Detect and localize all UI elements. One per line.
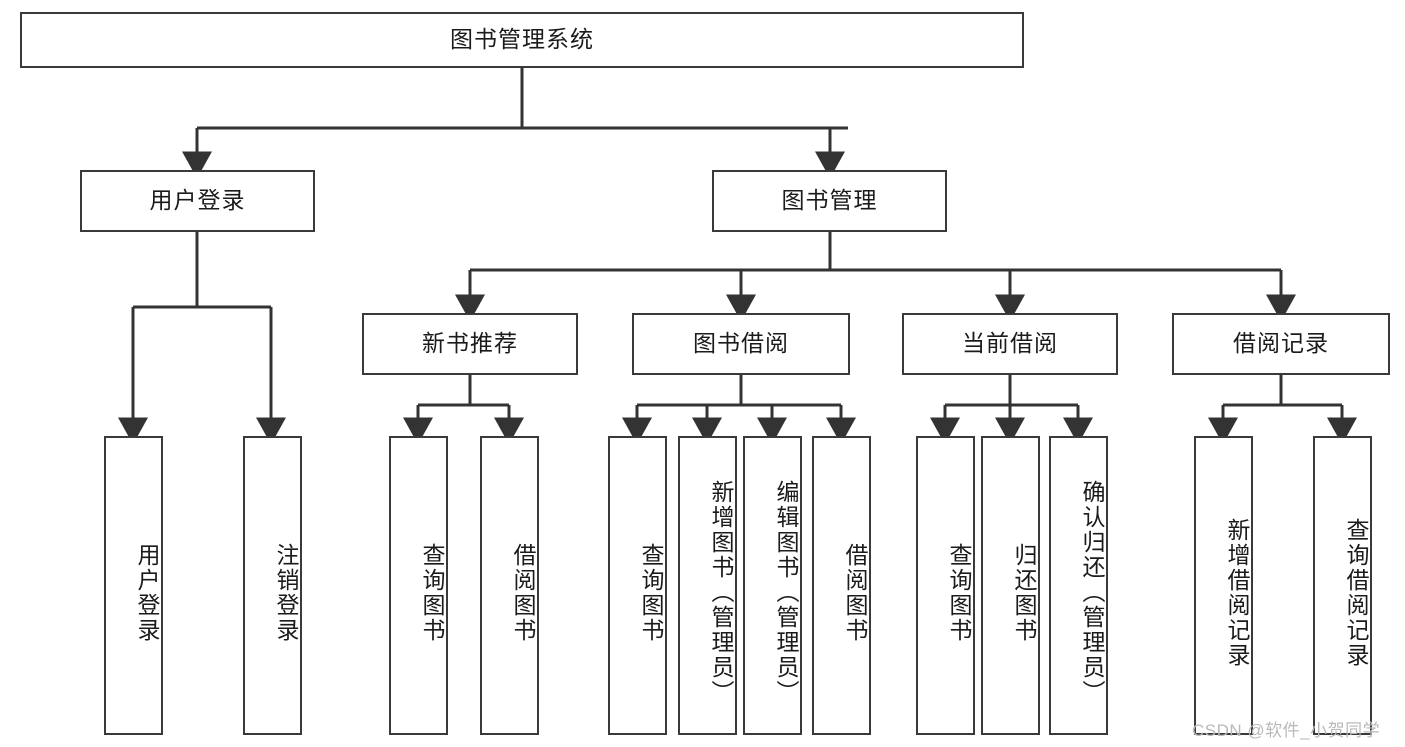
leaf-label: 查询借阅记录 [1343, 517, 1369, 668]
node-book-borrow-label: 图书借阅 [693, 330, 789, 357]
node-borrow-record[interactable]: 借阅记录 [1172, 313, 1390, 375]
watermark: CSDN @软件_小贺同学 [1192, 721, 1381, 740]
leaf-user-login-login[interactable]: 用户登录 [104, 436, 163, 735]
node-book-management-label: 图书管理 [781, 187, 878, 214]
node-user-login[interactable]: 用户登录 [80, 170, 315, 232]
leaf-label: 新增图书（管理员） [708, 480, 734, 705]
leaf-current-borrow-query[interactable]: 查询图书 [916, 436, 975, 735]
leaf-label: 借阅图书 [842, 542, 868, 643]
leaf-book-borrow-add[interactable]: 新增图书（管理员） [678, 436, 737, 735]
node-new-book-recommend[interactable]: 新书推荐 [362, 313, 578, 375]
node-new-book-recommend-label: 新书推荐 [422, 330, 518, 357]
node-borrow-record-label: 借阅记录 [1233, 330, 1329, 357]
leaf-label: 注销登录 [273, 542, 299, 643]
leaf-book-borrow-edit[interactable]: 编辑图书（管理员） [743, 436, 802, 735]
leaf-label: 用户登录 [134, 542, 160, 643]
leaf-new-book-borrow[interactable]: 借阅图书 [480, 436, 539, 735]
node-current-borrow[interactable]: 当前借阅 [902, 313, 1118, 375]
node-book-management[interactable]: 图书管理 [712, 170, 947, 232]
leaf-label: 编辑图书（管理员） [773, 480, 799, 705]
leaf-current-borrow-confirm[interactable]: 确认归还（管理员） [1049, 436, 1108, 735]
node-root-label: 图书管理系统 [450, 26, 594, 53]
leaf-label: 查询图书 [946, 542, 972, 643]
leaf-new-book-query[interactable]: 查询图书 [389, 436, 448, 735]
leaf-label: 查询图书 [419, 542, 445, 643]
node-root[interactable]: 图书管理系统 [20, 12, 1024, 68]
node-current-borrow-label: 当前借阅 [962, 330, 1058, 357]
leaf-user-login-logout[interactable]: 注销登录 [243, 436, 302, 735]
leaf-label: 借阅图书 [510, 542, 536, 643]
leaf-current-borrow-return[interactable]: 归还图书 [981, 436, 1040, 735]
leaf-label: 新增借阅记录 [1224, 517, 1250, 668]
leaf-label: 确认归还（管理员） [1079, 480, 1105, 705]
node-book-borrow[interactable]: 图书借阅 [632, 313, 850, 375]
leaf-book-borrow-query[interactable]: 查询图书 [608, 436, 667, 735]
node-user-login-label: 用户登录 [149, 187, 246, 214]
leaf-label: 查询图书 [638, 542, 664, 643]
leaf-borrow-record-query[interactable]: 查询借阅记录 [1313, 436, 1372, 735]
leaf-borrow-record-add[interactable]: 新增借阅记录 [1194, 436, 1253, 735]
leaf-book-borrow-borrow[interactable]: 借阅图书 [812, 436, 871, 735]
leaf-label: 归还图书 [1011, 542, 1037, 643]
